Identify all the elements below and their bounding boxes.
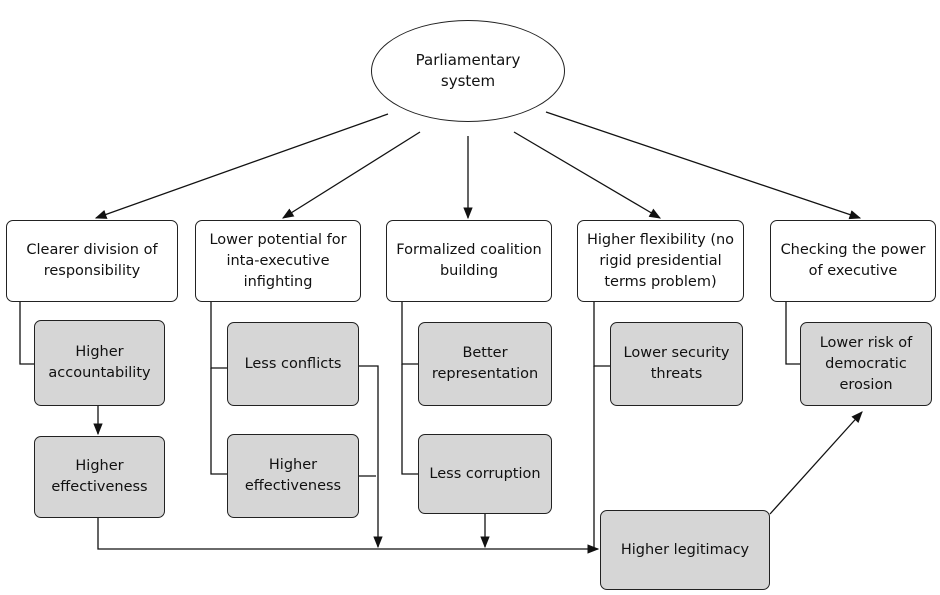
node-less-corruption: Less corruption	[418, 434, 552, 514]
node-higher-accountability: Higher accountability	[34, 320, 165, 406]
edge-root-to-checking-power	[545, 111, 862, 220]
node-clearer-division: Clearer division of responsibility	[6, 220, 178, 302]
node-better-representation: Better representation	[418, 322, 552, 406]
node-parliamentary-system: Parliamentary system	[371, 20, 565, 122]
edge-root-to-higher-flexibility	[513, 131, 662, 219]
node-higher-effectiveness-2: Higher effectiveness	[227, 434, 359, 518]
node-lower-security-threats: Lower security threats	[610, 322, 743, 406]
edge-formalized-to-less-corruption	[401, 364, 418, 475]
edge-lower-potential-to-less-conflicts	[210, 302, 227, 369]
node-formalized-coalition: Formalized coalition building	[386, 220, 552, 302]
edge-checking-to-lower-risk	[785, 302, 800, 365]
edge-root-to-clearer-division	[94, 113, 389, 219]
node-higher-effectiveness-1: Higher effectiveness	[34, 436, 165, 518]
edge-lower-potential-to-effectiveness	[210, 368, 227, 475]
node-lower-potential-infighting: Lower potential for inta-executive infig…	[195, 220, 361, 302]
edge-root-to-lower-potential	[282, 131, 421, 219]
edge-formalized-to-better-representation	[401, 302, 418, 365]
node-higher-legitimacy: Higher legitimacy	[600, 510, 770, 590]
edge-effectiveness-to-legitimacy	[97, 518, 600, 554]
node-less-conflicts: Less conflicts	[227, 322, 359, 406]
node-lower-risk-erosion: Lower risk of democratic erosion	[800, 322, 932, 406]
edge-flexibility-to-security-threats	[593, 302, 610, 367]
edge-less-conflicts-to-bus	[359, 365, 383, 549]
node-checking-power: Checking the power of executive	[770, 220, 936, 302]
node-higher-flexibility: Higher flexibility (no rigid presidentia…	[577, 220, 744, 302]
edge-clearer-division-to-accountability	[19, 302, 34, 365]
edge-legitimacy-to-lower-risk	[769, 411, 863, 515]
